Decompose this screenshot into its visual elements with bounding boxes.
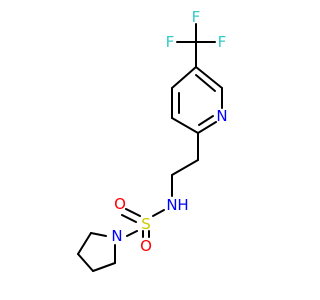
atom-labels: F F F N N H S O O N (111, 8, 227, 255)
bond-ring-c2-n (197, 121, 217, 134)
bond-s-o-left-a (125, 208, 141, 217)
bond-s-o-left-b (121, 214, 137, 223)
bond-pyr-c2-c3 (92, 262, 116, 272)
bond-nh-s (152, 209, 165, 217)
bond-ring-c2-n-inner (198, 115, 214, 126)
structure-svg: F F F N N H S O O N (77, 8, 228, 272)
bond-s-n-pyrrolidine (126, 230, 138, 237)
bond-pyr-c5-n (90, 232, 107, 237)
bond-pyr-c4-c5 (77, 232, 92, 255)
atom-h-amide: H (177, 196, 188, 214)
bond-pyr-c3-c4 (77, 253, 94, 272)
atom-nh: N (166, 196, 177, 214)
bond-ring-c6-c5 (195, 66, 223, 89)
atom-n-pyrrolidine: N (111, 227, 122, 245)
atom-f-left: F (166, 33, 175, 51)
atom-o-left: O (114, 195, 126, 213)
bond-lines (77, 23, 223, 272)
bond-ring-c3-c2 (171, 117, 199, 134)
atom-o-bottom: O (140, 237, 152, 255)
atom-f-top: F (192, 8, 201, 26)
atom-n-pyridine: N (216, 107, 227, 125)
bond-ring-c6-c5-inner (195, 74, 216, 92)
bond-ring-c5-c4 (171, 66, 197, 89)
atom-f-right: F (218, 33, 227, 51)
bond-ch2-ch2 (171, 159, 199, 176)
molecule-diagram: F F F N N H S O O N (77, 8, 228, 272)
atom-s: S (141, 215, 151, 233)
